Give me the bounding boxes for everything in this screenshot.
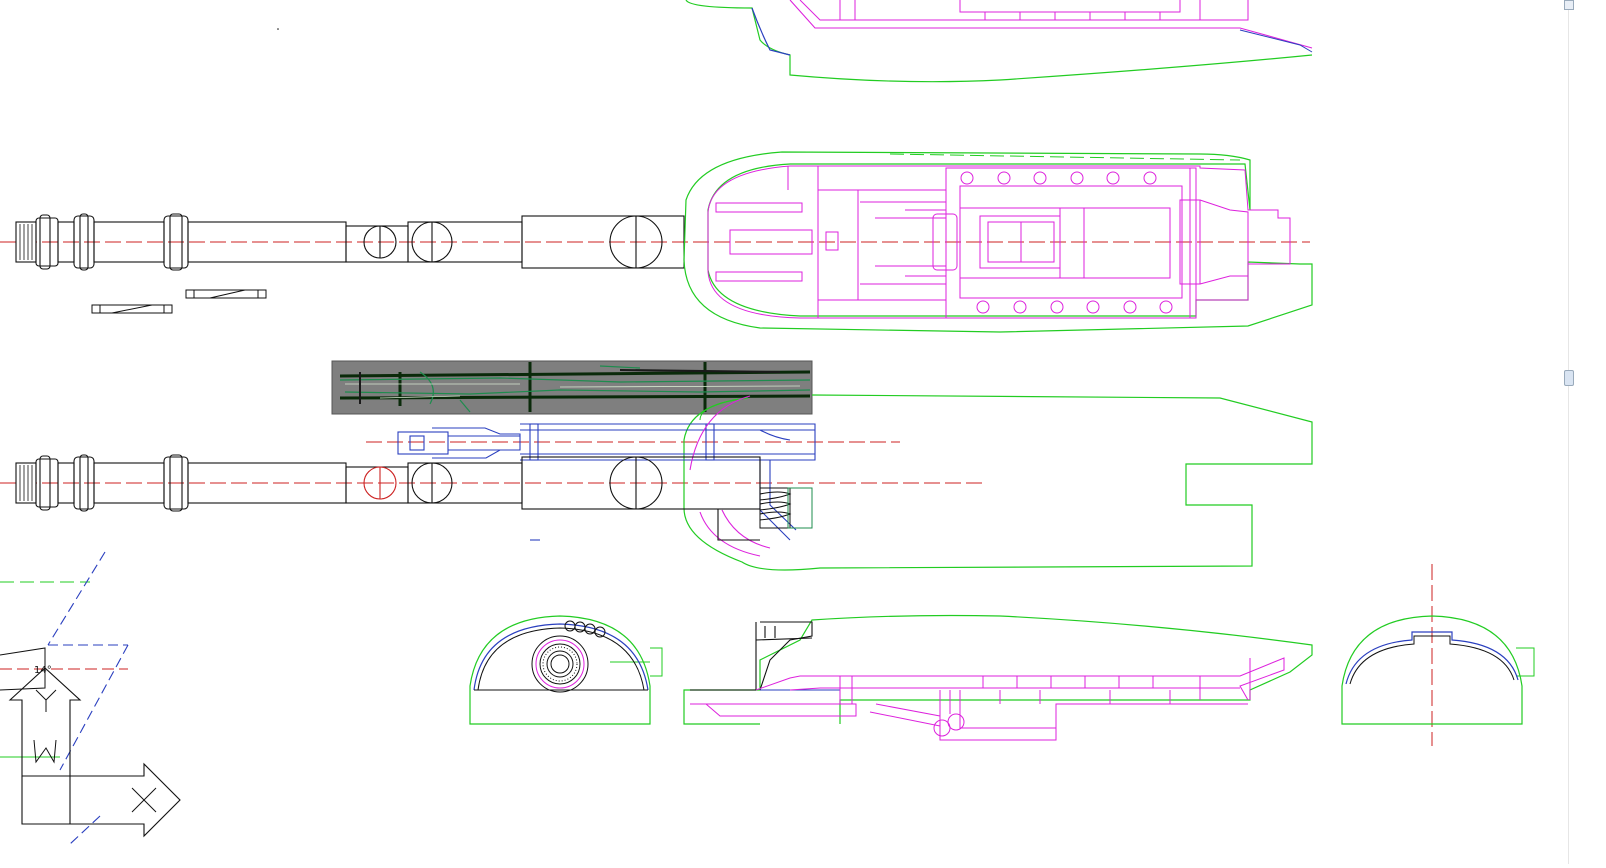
vertical-scrollbar[interactable]: [1564, 0, 1606, 864]
side-bolts: [982, 676, 1171, 704]
side-mechanism: [690, 657, 1285, 741]
front-dome-inner: [473, 623, 649, 691]
ucs-blue-diagonal-1: [47, 551, 106, 646]
lower-hull-outline: [683, 394, 1313, 571]
ucs-y-label: Y: [80, 711, 81, 713]
top-partial-view: [685, 0, 1313, 83]
ucs-w-label: W: [82, 751, 83, 753]
ucs-blue-diagonal-2: [59, 644, 129, 771]
side-elevation-view: [683, 614, 1313, 741]
drawing-svg: 14° Y W X: [0, 0, 1535, 851]
rear-dome-inner: [1345, 631, 1519, 685]
upper-small-parts: [91, 289, 267, 314]
front-dome-outline: [469, 615, 651, 725]
scroll-thumb[interactable]: [1564, 370, 1574, 386]
ucs-icon: [8, 667, 181, 838]
rear-dome-outline: [1341, 615, 1523, 725]
ucs-y-glyph: [35, 689, 57, 712]
ucs-area: 14° Y W X: [0, 551, 181, 851]
ucs-w-glyph: [33, 739, 57, 764]
scroll-up-arrow-icon[interactable]: [1564, 0, 1574, 10]
stray-point: [277, 28, 279, 30]
lower-magenta-arcs: [689, 395, 771, 557]
front-bearing: [531, 635, 589, 693]
upper-mechanism: [707, 165, 1291, 319]
lower-plan-view: [0, 394, 1313, 571]
side-black-part: [690, 621, 813, 691]
upper-barrel: [15, 213, 685, 271]
upper-bolt-row-bottom: [976, 300, 1173, 314]
top-blue-edge: [751, 7, 791, 56]
upper-bolt-row-top: [960, 171, 1157, 185]
top-detail-rail: [789, 0, 1313, 49]
top-detail-inner: [799, 0, 1201, 21]
ucs-x-glyph: [131, 787, 157, 813]
front-top-rollers: [564, 620, 606, 638]
ucs-x-label: X: [160, 849, 161, 851]
lower-overlay-assembly: [397, 423, 816, 541]
cad-drawing-canvas[interactable]: 14° Y W X: [0, 0, 1568, 864]
top-body-outline: [685, 0, 1313, 83]
front-section-view: [469, 615, 663, 725]
lower-barrel: [15, 454, 761, 541]
side-hull-outline: [683, 614, 1313, 725]
upper-hull-outline: [683, 151, 1313, 333]
rear-section-view: [1341, 564, 1535, 746]
lower-collet: [759, 487, 813, 529]
upper-plan-view: [0, 151, 1313, 333]
reference-image-strip: [331, 360, 813, 415]
